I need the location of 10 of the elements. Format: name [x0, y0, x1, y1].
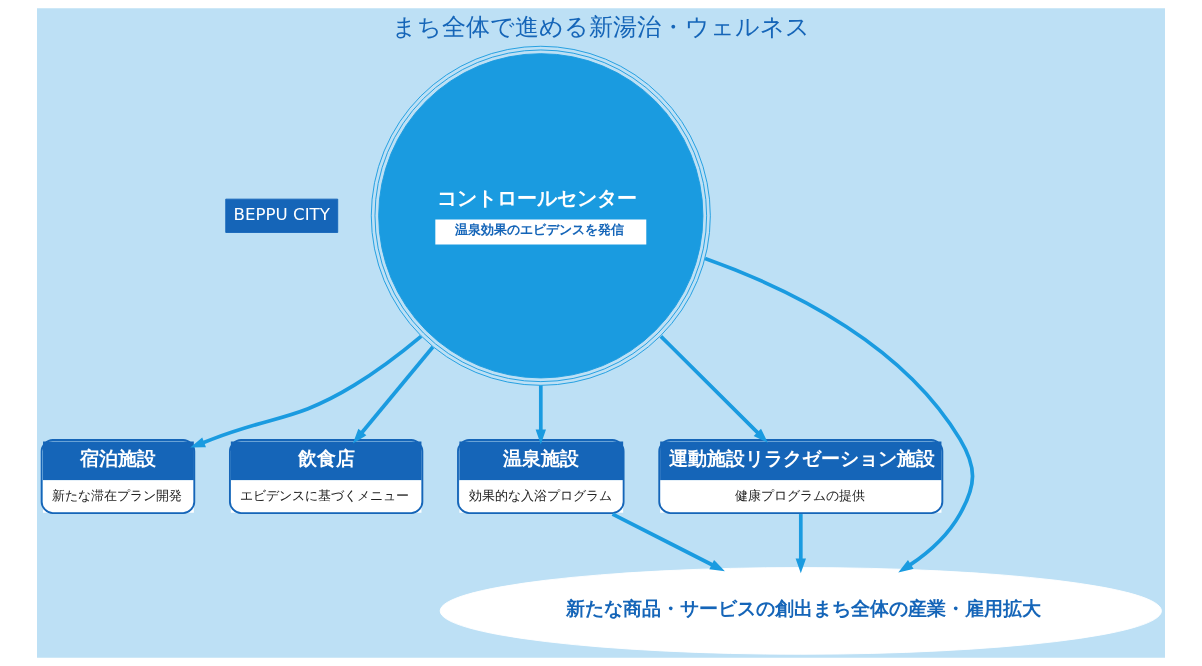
diagram-title: まち全体で進める新湯治・ウェルネス [392, 12, 810, 41]
arrow [611, 512, 725, 572]
arrow [535, 385, 546, 445]
arrow [659, 335, 768, 443]
arrow [352, 345, 435, 444]
arrow [795, 514, 806, 574]
label: BEPPU CITY [233, 204, 330, 224]
arrow [704, 256, 975, 573]
node-ellipse: 新たな商品・サービスの創出まち全体の産業・雇用拡大 [439, 567, 1162, 655]
arrow [190, 335, 423, 448]
